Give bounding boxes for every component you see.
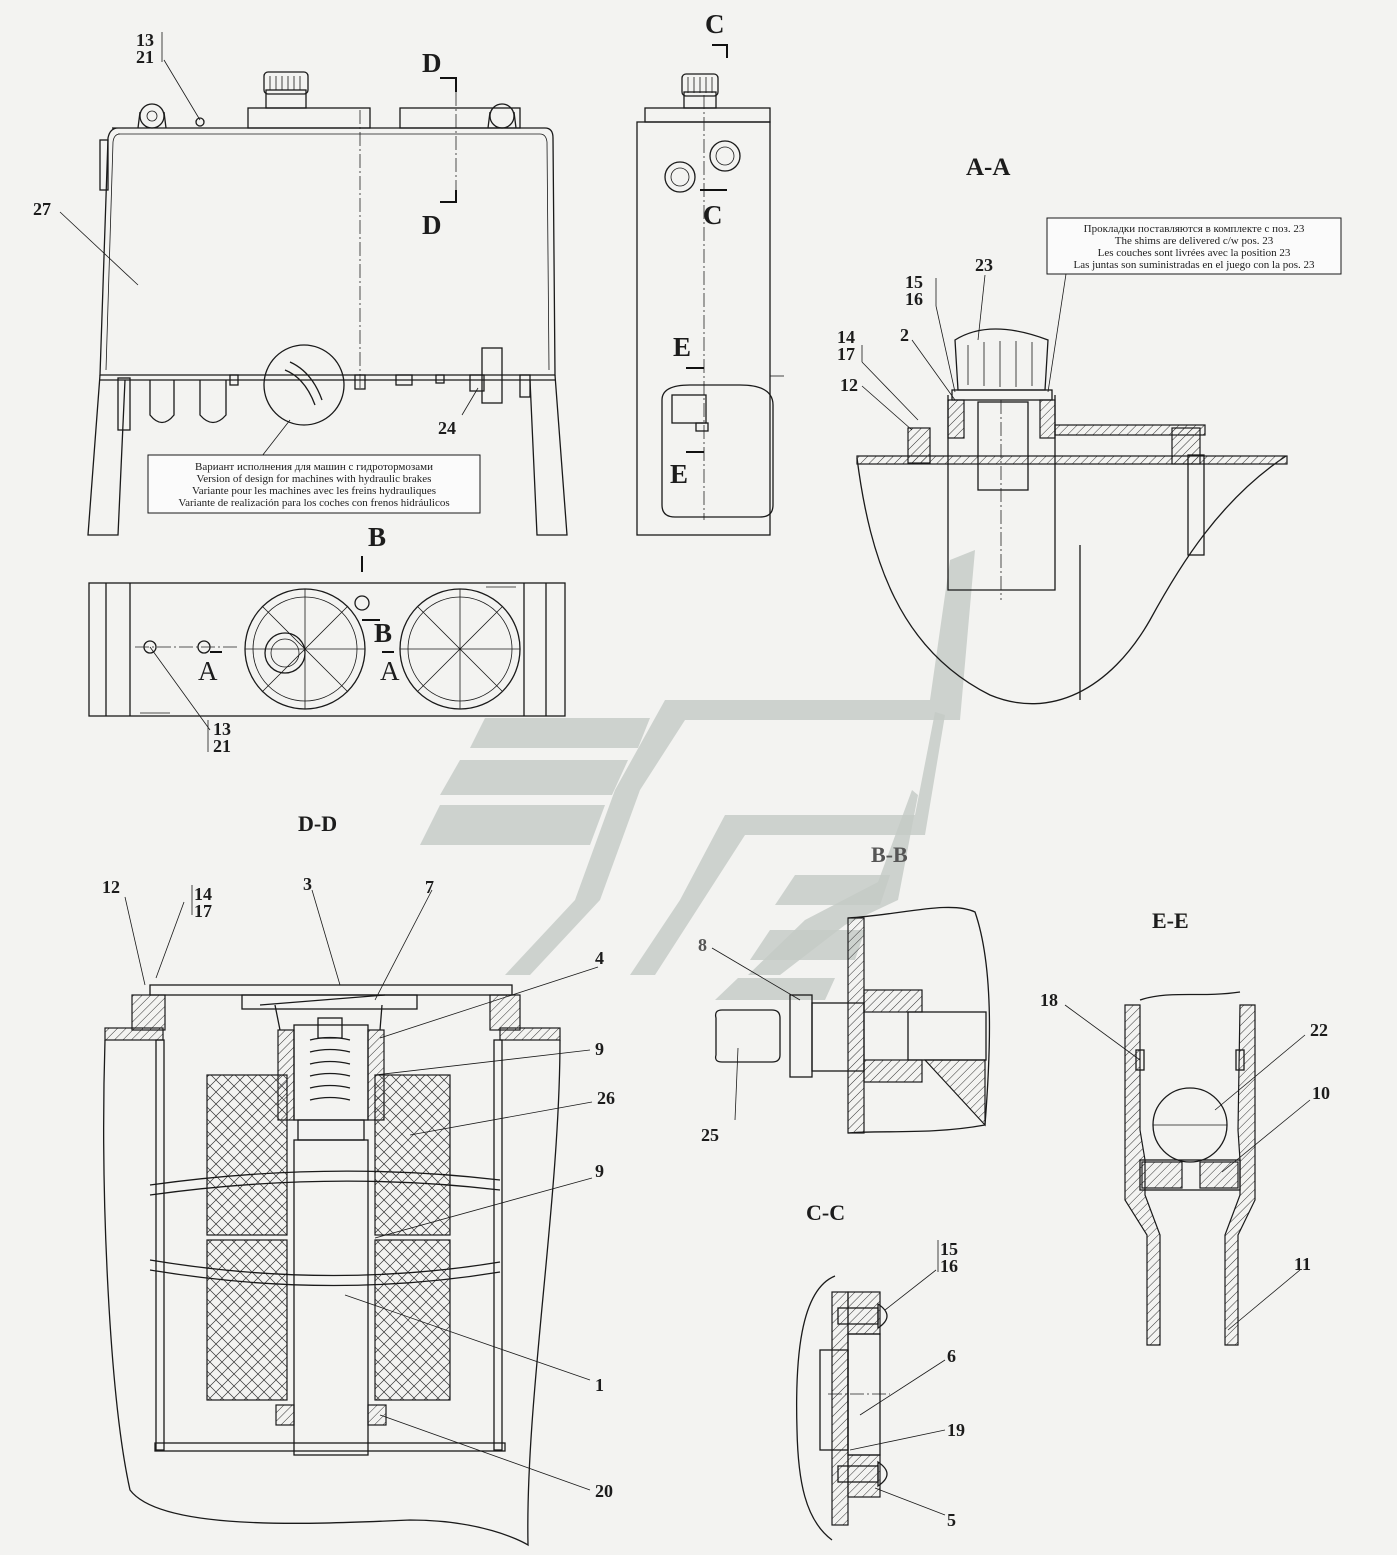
- callout-23: 23: [975, 255, 993, 275]
- callout-3: 3: [303, 874, 312, 894]
- callout-14: 14: [194, 884, 212, 904]
- cut-letter-e: E: [673, 332, 691, 362]
- hydraulic-variant-note: Вариант исполнения для машин с гидроторм…: [147, 454, 481, 514]
- side-view: [636, 44, 784, 536]
- callout-21: 21: [136, 47, 154, 67]
- callout-27: 27: [33, 199, 51, 219]
- note-line: The shims are delivered c/w pos. 23: [1115, 235, 1274, 247]
- cut-letter-b: B: [368, 522, 386, 552]
- cut-letter-b: B: [374, 618, 392, 648]
- cut-letter-d: D: [422, 210, 442, 240]
- cut-letter-c: C: [705, 9, 725, 39]
- note-line: Variante de realización para los coches …: [178, 497, 449, 509]
- callout-24: 24: [438, 418, 456, 438]
- section-dd: [103, 885, 599, 1547]
- callout-14: 14: [837, 327, 855, 347]
- note-line: Вариант исполнения для машин с гидроторм…: [195, 461, 433, 473]
- callout-13: 13: [136, 30, 154, 50]
- callout-15: 15: [940, 1239, 958, 1259]
- callout-7: 7: [425, 877, 434, 897]
- callout-16: 16: [940, 1256, 958, 1276]
- section-aa: [856, 273, 1288, 705]
- callout-8: 8: [698, 935, 707, 955]
- front-view: [59, 32, 568, 536]
- section-title-ee: E-E: [1152, 908, 1189, 933]
- callout-15: 15: [905, 272, 923, 292]
- cut-letter-c: C: [703, 200, 723, 230]
- section-title-cc: C-C: [806, 1200, 845, 1225]
- callout-12: 12: [102, 877, 120, 897]
- callout-11: 11: [1294, 1254, 1311, 1274]
- callout-9: 9: [595, 1039, 604, 1059]
- callout-19: 19: [947, 1420, 965, 1440]
- section-bb: [711, 906, 991, 1134]
- callout-16: 16: [905, 289, 923, 309]
- callout-4: 4: [595, 948, 604, 968]
- note-line: Les couches sont livrées avec la positio…: [1098, 247, 1291, 259]
- callout-26: 26: [597, 1088, 615, 1108]
- section-cc: [795, 1240, 946, 1541]
- section-ee: [1064, 991, 1311, 1346]
- callout-17: 17: [837, 344, 855, 364]
- callout-6: 6: [947, 1346, 956, 1366]
- callout-1: 1: [595, 1375, 604, 1395]
- callout-9: 9: [595, 1161, 604, 1181]
- callout-13: 13: [213, 719, 231, 739]
- shims-note: Прокладки поставляются в комплекте с поз…: [1046, 217, 1342, 275]
- note-line: Las juntas son suministradas en el juego…: [1073, 259, 1315, 271]
- callout-25: 25: [701, 1125, 719, 1145]
- callout-17: 17: [194, 901, 212, 921]
- callout-20: 20: [595, 1481, 613, 1501]
- cut-letter-d: D: [422, 48, 442, 78]
- cut-letter-a: A: [198, 656, 218, 686]
- cut-letter-e: E: [670, 459, 688, 489]
- note-line: Прокладки поставляются в комплекте с поз…: [1084, 223, 1305, 235]
- callout-22: 22: [1310, 1020, 1328, 1040]
- note-line: Variante pour les machines avec les frei…: [192, 485, 436, 497]
- section-title-dd: D-D: [298, 811, 337, 836]
- section-title-bb: B-B: [871, 842, 908, 867]
- note-line: Version of design for machines with hydr…: [197, 473, 432, 485]
- callout-21: 21: [213, 736, 231, 756]
- callout-18: 18: [1040, 990, 1058, 1010]
- callout-12: 12: [840, 375, 858, 395]
- callout-5: 5: [947, 1510, 956, 1530]
- watermark-logo: [420, 550, 975, 1000]
- cut-letter-a: A: [380, 656, 400, 686]
- section-title-aa: A-A: [966, 154, 1010, 181]
- callout-2: 2: [900, 325, 909, 345]
- top-view: [88, 556, 566, 752]
- callout-10: 10: [1312, 1083, 1330, 1103]
